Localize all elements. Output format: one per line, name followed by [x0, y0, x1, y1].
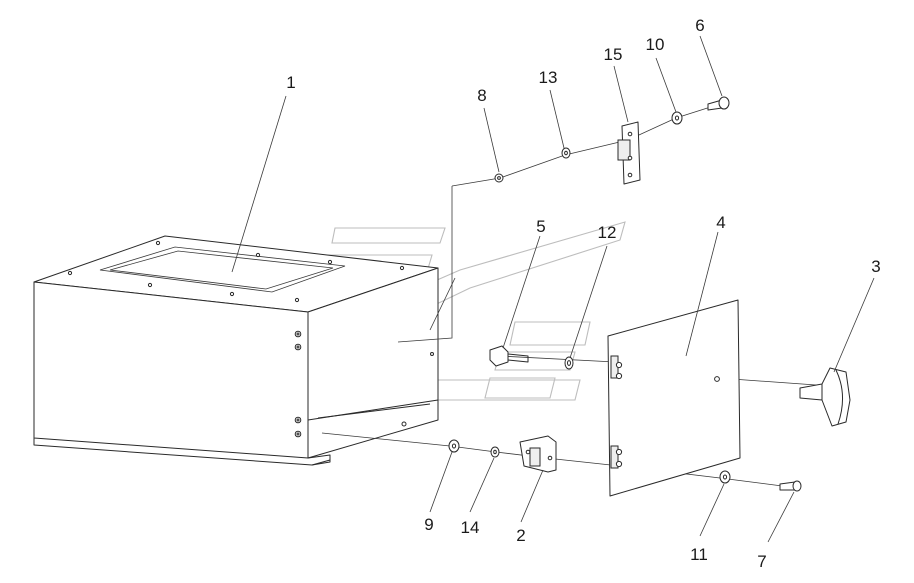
callout-8: 8	[477, 86, 486, 105]
callout-2: 2	[516, 526, 525, 545]
callout-5: 5	[536, 217, 545, 236]
callout-3: 3	[871, 257, 880, 276]
part-14-washer	[490, 446, 500, 458]
part-15-hinge	[617, 121, 641, 185]
callout-7: 7	[757, 552, 766, 571]
part-5-bolt	[489, 345, 529, 367]
callout-10: 10	[646, 35, 665, 54]
callout-11: 11	[690, 545, 708, 564]
part-7-screw	[779, 480, 802, 492]
callout-9: 9	[424, 515, 433, 534]
callout-15: 15	[604, 45, 623, 64]
callout-13: 13	[539, 68, 558, 87]
leader-lines	[231, 35, 875, 543]
part-12-nut	[564, 356, 574, 370]
callout-4: 4	[716, 213, 725, 232]
part-13-washer	[561, 147, 571, 159]
part-2-hinge	[519, 435, 557, 473]
part-8-nut	[494, 173, 504, 183]
part-1-enclosure	[33, 235, 439, 466]
part-6-screw	[707, 96, 730, 111]
part-10-washer	[671, 111, 683, 125]
callout-6: 6	[695, 16, 704, 35]
part-9-nut	[448, 439, 460, 453]
callout-labels: 1 2 3 4 5 6 7 8 9 10 11 12 13 14 15	[286, 16, 880, 571]
callout-1: 1	[286, 73, 295, 92]
callout-14: 14	[461, 518, 480, 537]
part-3-knob	[799, 367, 851, 427]
callout-12: 12	[598, 223, 617, 242]
part-4-cover-plate	[607, 299, 741, 497]
part-11-washer	[719, 470, 731, 484]
